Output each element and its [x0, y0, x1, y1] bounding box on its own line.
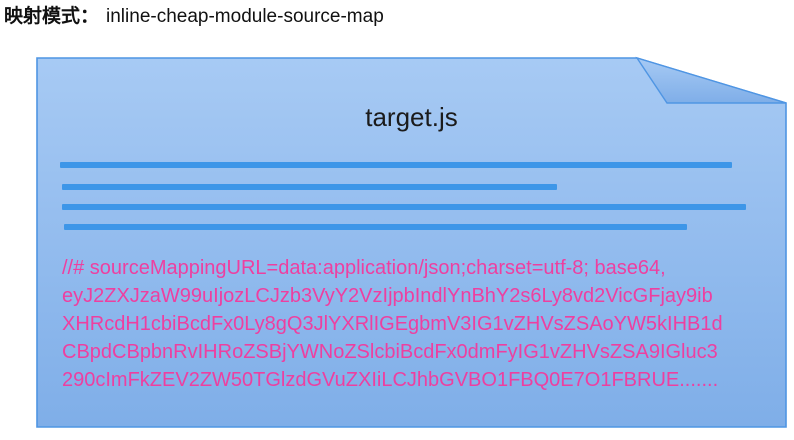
code-line-bar [62, 204, 746, 210]
code-line-bar [60, 162, 732, 168]
file-title: target.js [365, 102, 458, 132]
code-line-bar [62, 184, 557, 190]
mapping-mode-label: 映射模式： [4, 6, 100, 27]
sourcemap-line: 290cImFkZEV2ZW50TGlzdGVuZXIiLCJhbGVBO1FB… [62, 369, 719, 391]
sourcemap-line: XHRcdH1cbiBcdFx0Ly8gQ3JlYXRlIGEgbmV3IG1v… [62, 313, 723, 335]
sourcemap-text: //# sourceMappingURL=data:application/js… [62, 254, 762, 394]
page-title: 映射模式： inline-cheap-module-source-map [4, 4, 384, 30]
sourcemap-line: eyJ2ZXJzaW99uIjozLCJzb3VyY2VzIjpbIndlYnB… [62, 285, 713, 307]
file-card-body [36, 57, 787, 428]
sourcemap-line: //# sourceMappingURL=data:application/js… [62, 257, 666, 279]
mapping-mode-value: inline-cheap-module-source-map [106, 6, 384, 27]
code-line-bar [64, 224, 687, 230]
folded-corner-icon [635, 56, 787, 104]
sourcemap-line: CBpdCBpbnRvIHRoZSBjYWNoZSlcbiBcdFx0dmFyI… [62, 341, 718, 363]
